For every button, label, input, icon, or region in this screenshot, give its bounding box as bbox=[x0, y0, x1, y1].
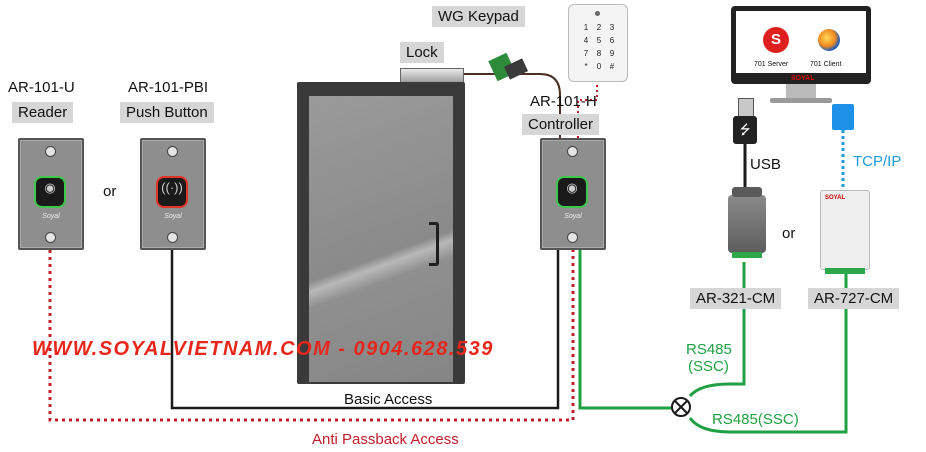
usb-label: USB bbox=[750, 156, 781, 173]
basic-access-wire bbox=[170, 250, 560, 410]
keypad-key: 8 bbox=[596, 49, 602, 58]
pushbutton-model-label: AR-101-PBI bbox=[128, 79, 209, 96]
monitor-stand bbox=[786, 84, 816, 98]
basic-access-label: Basic Access bbox=[344, 391, 433, 408]
ar-727-cm-device: SOYAL bbox=[820, 190, 870, 274]
lock-label: Lock bbox=[400, 42, 444, 63]
controller-device: ◉ Soyal bbox=[540, 138, 606, 250]
rs485-ssc-label-top2: (SSC) bbox=[688, 358, 729, 375]
keypad-wire bbox=[577, 80, 598, 138]
contactless-card-icon: ◉ bbox=[558, 178, 586, 206]
soyal-server-icon: S bbox=[763, 27, 789, 53]
tcpip-label: TCP/IP bbox=[853, 153, 902, 170]
keypad-key: 5 bbox=[596, 36, 602, 45]
usb-symbol-icon: ⭍ bbox=[733, 116, 757, 144]
door bbox=[297, 82, 465, 384]
keypad-key: 0 bbox=[596, 62, 602, 71]
watermark-text: WWW.SOYALVIETNAM.COM - 0904.628.539 bbox=[32, 338, 494, 360]
ar-727-cm-label: AR-727-CM bbox=[808, 288, 900, 309]
anti-passback-label: Anti Passback Access bbox=[312, 431, 459, 448]
globe-client-icon bbox=[818, 29, 840, 51]
reader-model-label: AR-101-U bbox=[8, 79, 75, 96]
wg-keypad-label: WG Keypad bbox=[432, 6, 525, 27]
keypad-key: 4 bbox=[583, 36, 589, 45]
junction-cross-circle-icon bbox=[671, 397, 691, 417]
keypad-key: 7 bbox=[583, 49, 589, 58]
usb-plug-icon bbox=[738, 98, 754, 118]
terminal-block-icon bbox=[488, 52, 529, 82]
monitor-base bbox=[770, 98, 832, 103]
reader-device: ◉ Soyal bbox=[18, 138, 84, 250]
keypad-key: 2 bbox=[596, 23, 602, 32]
ar-321-cm-label: AR-321-CM bbox=[690, 288, 782, 309]
keypad-key: # bbox=[609, 62, 615, 71]
wireless-signal-icon: ((·)) bbox=[158, 178, 186, 206]
rs485-wire-727 bbox=[688, 272, 848, 434]
computer-monitor: S 701 Server 701 Client SOYAL bbox=[731, 6, 871, 84]
push-button-device: ((·)) Soyal bbox=[140, 138, 206, 250]
keypad-led-icon bbox=[595, 11, 600, 16]
server-label: 701 Server bbox=[754, 61, 789, 68]
rs485-wire-controller bbox=[578, 250, 672, 410]
rs485-wire-321 bbox=[688, 262, 746, 398]
or-label-left: or bbox=[103, 183, 117, 200]
client-label: 701 Client bbox=[810, 61, 842, 68]
controller-model-label: AR-101-H bbox=[530, 93, 597, 110]
ar-321-cm-device bbox=[728, 187, 766, 258]
anti-passback-wire bbox=[48, 250, 575, 422]
keypad-key: 9 bbox=[609, 49, 615, 58]
keypad-key: 1 bbox=[583, 23, 589, 32]
lock-wire bbox=[462, 73, 561, 138]
pushbutton-name-label: Push Button bbox=[120, 102, 214, 123]
ethernet-plug-icon bbox=[832, 104, 854, 130]
rs485-ssc-label-top: RS485 bbox=[686, 341, 732, 358]
monitor-brand: SOYAL bbox=[791, 75, 815, 82]
controller-name-label: Controller bbox=[522, 114, 600, 135]
keypad-key: 6 bbox=[609, 36, 615, 45]
door-handle-icon bbox=[429, 222, 439, 266]
or-label-right: or bbox=[782, 225, 796, 242]
rs485-ssc-label-bottom: RS485(SSC) bbox=[712, 411, 799, 428]
reader-name-label: Reader bbox=[12, 102, 74, 123]
keypad-key: 3 bbox=[609, 23, 615, 32]
keypad-key: * bbox=[584, 62, 588, 71]
contactless-card-icon: ◉ bbox=[36, 178, 64, 206]
